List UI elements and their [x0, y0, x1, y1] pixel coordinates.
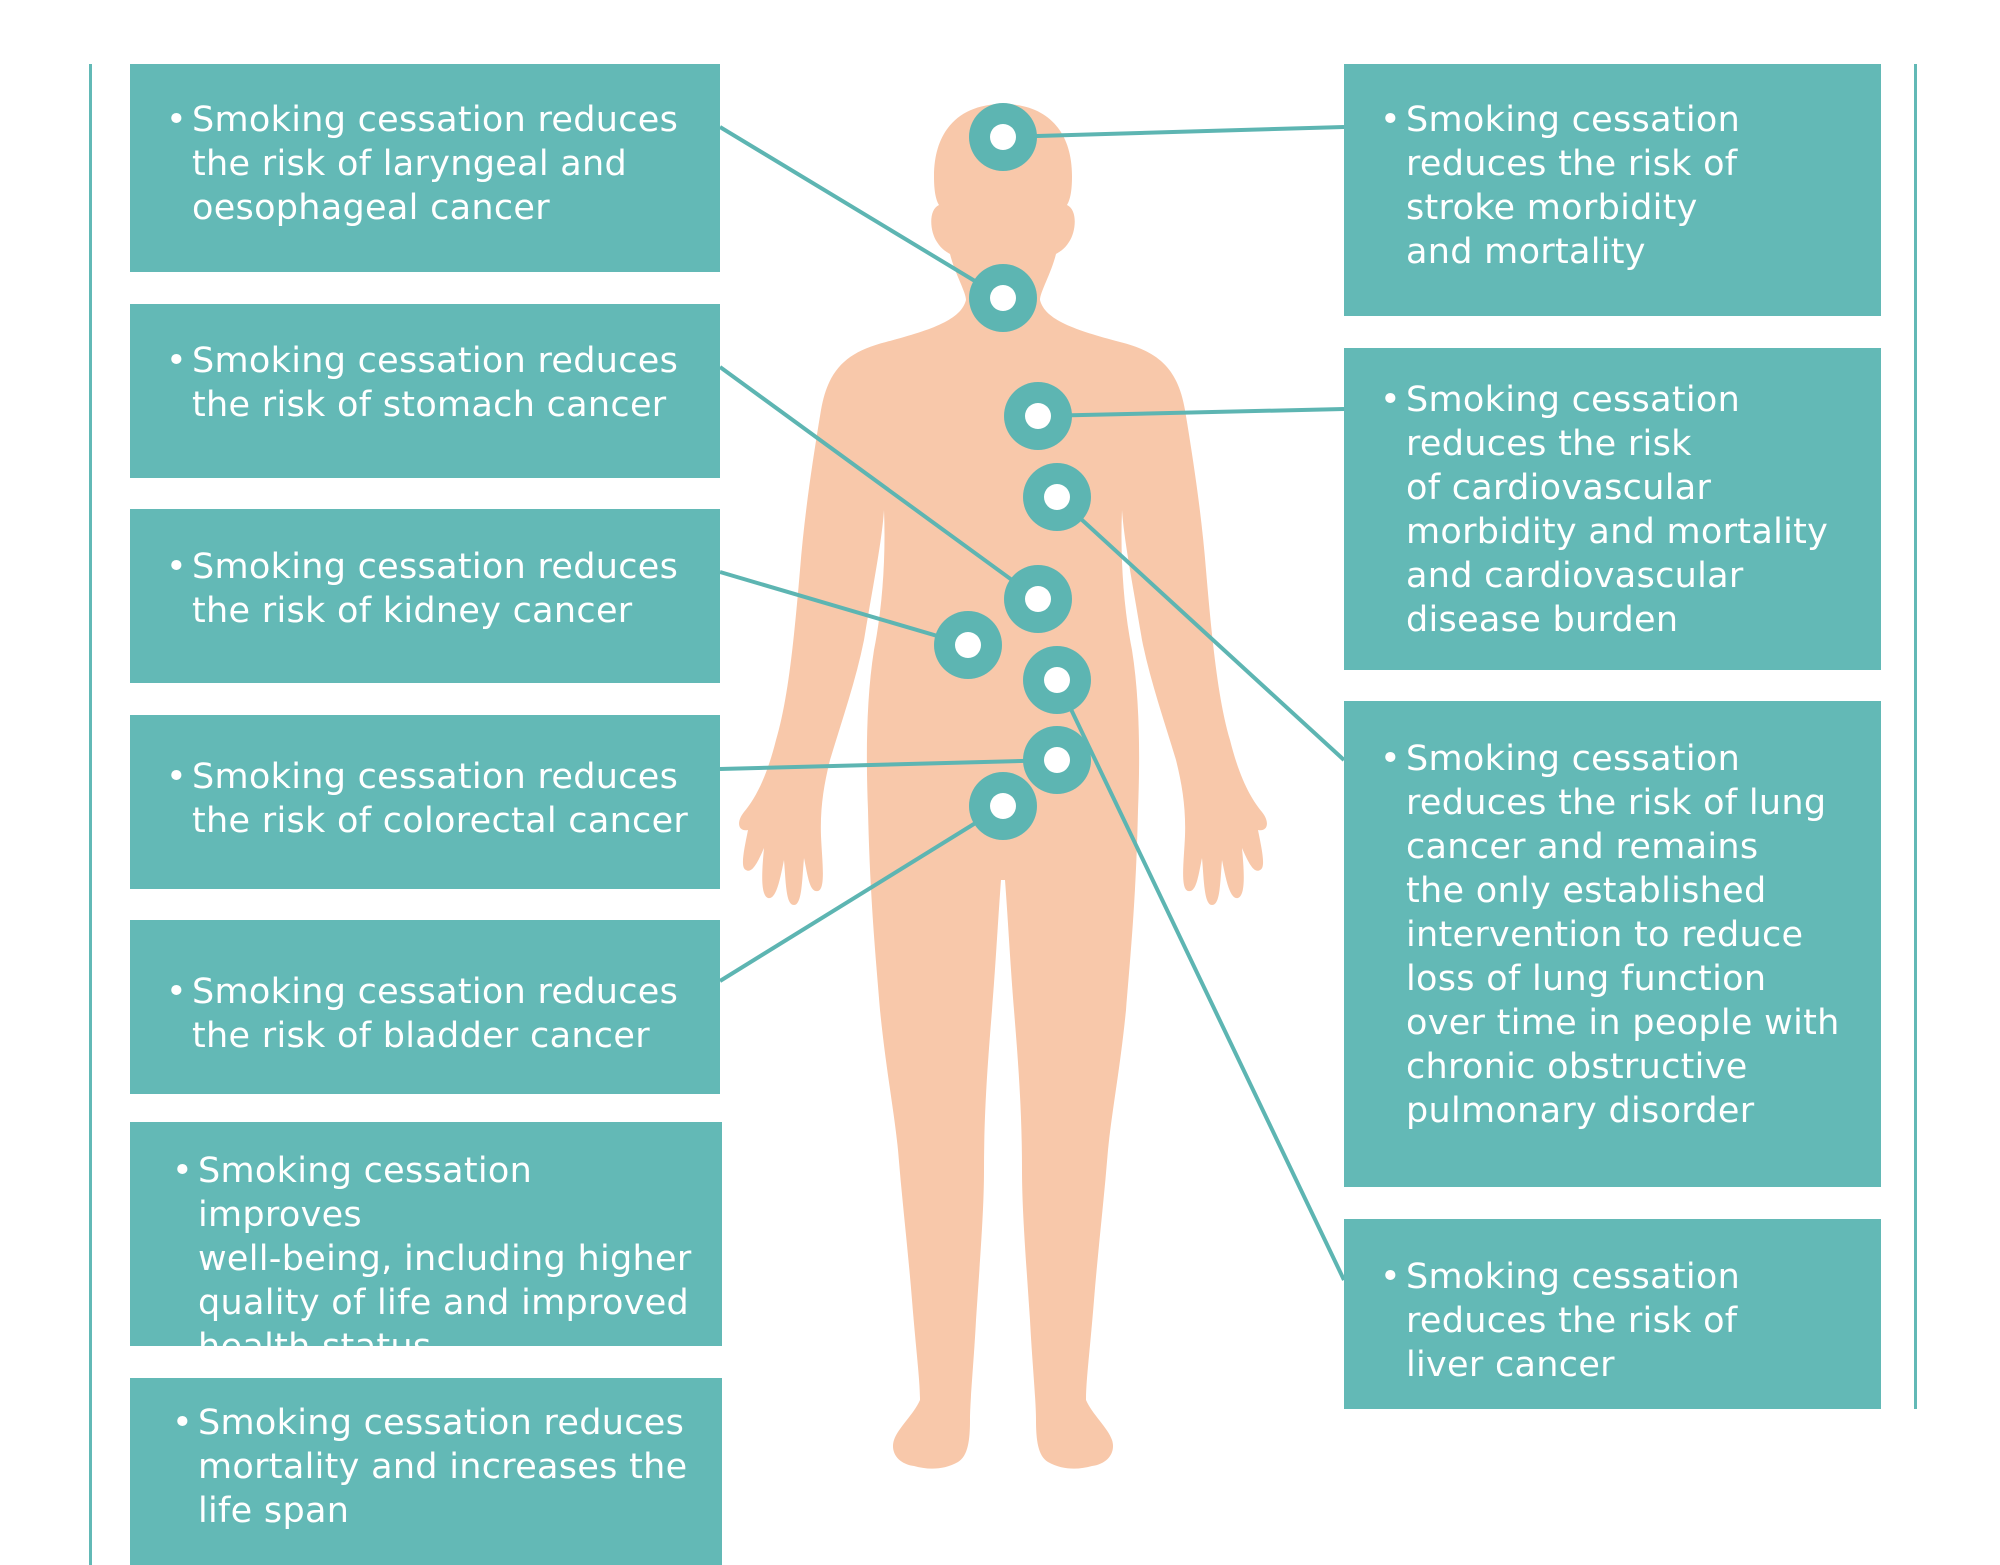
- marker-center: [1025, 403, 1051, 429]
- marker-center: [1044, 667, 1070, 693]
- benefit-text-cardiovascular: Smoking cessation reduces the risk of ca…: [1380, 378, 1861, 642]
- benefit-box-wellbeing: Smoking cessation improves well-being, i…: [130, 1122, 722, 1367]
- benefit-text-bladder: Smoking cessation reduces the risk of bl…: [166, 970, 700, 1058]
- benefit-text-lung: Smoking cessation reduces the risk of lu…: [1380, 737, 1861, 1133]
- connector-throat-to-laryngeal: [718, 125, 1005, 300]
- marker-center: [955, 632, 981, 658]
- organ-marker-heart: [1004, 382, 1072, 450]
- benefit-box-bladder: Smoking cessation reduces the risk of bl…: [130, 920, 720, 1094]
- benefit-box-stomach: Smoking cessation reduces the risk of st…: [130, 304, 720, 478]
- benefit-box-kidney: Smoking cessation reduces the risk of ki…: [130, 509, 720, 683]
- benefit-text-kidney: Smoking cessation reduces the risk of ki…: [166, 545, 700, 633]
- marker-center: [1044, 747, 1070, 773]
- organ-marker-brain: [969, 103, 1037, 171]
- benefit-box-mortality: Smoking cessation reduces mortality and …: [130, 1378, 722, 1565]
- benefit-box-stroke: Smoking cessation reduces the risk of st…: [1344, 64, 1881, 316]
- benefit-text-laryngeal: Smoking cessation reduces the risk of la…: [166, 98, 700, 230]
- benefit-text-mortality: Smoking cessation reduces mortality and …: [172, 1401, 702, 1533]
- benefit-box-lung: Smoking cessation reduces the risk of lu…: [1344, 701, 1881, 1187]
- benefit-text-stomach: Smoking cessation reduces the risk of st…: [166, 339, 700, 427]
- marker-center: [990, 793, 1016, 819]
- connector-bladder-to-bladder: [718, 804, 1005, 983]
- benefit-text-stroke: Smoking cessation reduces the risk of st…: [1380, 98, 1861, 274]
- benefit-box-colorectal: Smoking cessation reduces the risk of co…: [130, 715, 720, 889]
- marker-center: [990, 285, 1016, 311]
- left-divider-rule: [89, 64, 92, 1565]
- organ-marker-lung: [1023, 463, 1091, 531]
- benefit-box-cardiovascular: Smoking cessation reduces the risk of ca…: [1344, 348, 1881, 670]
- benefit-text-wellbeing: Smoking cessation improves well-being, i…: [172, 1149, 702, 1369]
- connector-brain-to-stroke: [1002, 125, 1345, 139]
- right-divider-rule: [1914, 64, 1917, 1409]
- connector-heart-to-cardiovascular: [1037, 407, 1345, 418]
- marker-center: [990, 124, 1016, 150]
- organ-marker-bladder: [969, 772, 1037, 840]
- benefit-text-liver: Smoking cessation reduces the risk of li…: [1380, 1255, 1861, 1387]
- connector-kidney-to-kidney: [719, 570, 969, 647]
- organ-markers: [934, 103, 1091, 840]
- marker-center: [1025, 586, 1051, 612]
- marker-center: [1044, 484, 1070, 510]
- benefit-box-laryngeal: Smoking cessation reduces the risk of la…: [130, 64, 720, 272]
- connector-colon-to-colorectal: [719, 758, 1058, 771]
- organ-marker-throat: [969, 264, 1037, 332]
- organ-marker-liver: [1023, 646, 1091, 714]
- organ-marker-colon: [1023, 726, 1091, 794]
- connector-lung-to-lung: [1055, 495, 1346, 762]
- organ-marker-stomach: [1004, 565, 1072, 633]
- benefit-box-liver: Smoking cessation reduces the risk of li…: [1344, 1219, 1881, 1409]
- connector-liver-to-liver: [1055, 679, 1346, 1281]
- connector-lines: [718, 125, 1346, 1281]
- connector-stomach-to-stomach: [718, 365, 1040, 601]
- organ-marker-kidney: [934, 611, 1002, 679]
- benefit-text-colorectal: Smoking cessation reduces the risk of co…: [166, 755, 700, 843]
